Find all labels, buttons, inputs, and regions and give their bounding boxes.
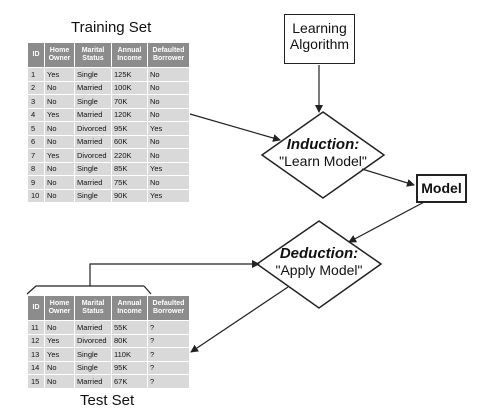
table-cell: No: [147, 148, 190, 163]
training-column-header: Marital Status: [74, 42, 112, 68]
learning-algorithm-line2: Algorithm: [289, 36, 350, 52]
test-column-header: Marital Status: [74, 295, 112, 321]
training-column-header: ID: [27, 42, 45, 68]
table-cell: 15: [27, 374, 45, 389]
table-cell: No: [44, 161, 75, 176]
table-cell: ?: [147, 360, 190, 375]
table-cell: No: [44, 374, 75, 389]
model-label: Model: [421, 180, 462, 196]
arrow-model-to-deduction: [348, 199, 429, 243]
induction-text: "Learn Model": [279, 153, 367, 169]
table-cell: 120K: [111, 107, 148, 122]
test-column-header: Home Owner: [44, 295, 75, 321]
table-cell: No: [147, 80, 190, 95]
table-cell: No: [44, 320, 75, 335]
table-cell: Single: [74, 347, 112, 362]
learning-algorithm-box: Learning Algorithm: [284, 14, 355, 64]
table-cell: Married: [74, 134, 112, 149]
table-cell: 220K: [111, 148, 148, 163]
table-cell: No: [147, 175, 190, 190]
table-cell: Yes: [147, 121, 190, 136]
table-cell: 10: [27, 188, 45, 203]
table-cell: No: [147, 94, 190, 109]
table-cell: 2: [27, 80, 45, 95]
test-column-header: ID: [27, 295, 45, 321]
table-cell: 100K: [111, 80, 148, 95]
table-cell: Divorced: [74, 148, 112, 163]
table-cell: Married: [74, 320, 112, 335]
table-cell: Divorced: [74, 333, 112, 348]
test-set-title: Test Set: [80, 392, 135, 409]
table-cell: ?: [147, 320, 190, 335]
deduction-text: "Apply Model": [275, 262, 363, 278]
table-cell: ?: [147, 347, 190, 362]
table-cell: Married: [74, 107, 112, 122]
table-cell: No: [44, 360, 75, 375]
training-column-header: Defaulted Borrower: [147, 42, 190, 68]
table-cell: 95K: [111, 360, 148, 375]
table-cell: 11: [27, 320, 45, 335]
induction-diamond: [260, 111, 386, 199]
table-cell: Divorced: [74, 121, 112, 136]
table-cell: Single: [74, 94, 112, 109]
table-cell: No: [44, 188, 75, 203]
arrow-testset-to-deduction: [26, 260, 260, 295]
table-cell: Married: [74, 374, 112, 389]
table-cell: 6: [27, 134, 45, 149]
table-cell: 80K: [111, 333, 148, 348]
arrow-induction-to-model: [361, 168, 415, 187]
testset-bracket-right-tick: [143, 285, 152, 295]
table-cell: ?: [147, 374, 190, 389]
table-cell: No: [147, 107, 190, 122]
table-cell: 95K: [111, 121, 148, 136]
table-cell: Single: [74, 360, 112, 375]
arrow-deduction-to-testset: [190, 286, 289, 353]
table-cell: 8: [27, 161, 45, 176]
table-cell: Single: [74, 67, 112, 82]
table-cell: Yes: [44, 67, 75, 82]
table-cell: Yes: [44, 333, 75, 348]
table-cell: ?: [147, 333, 190, 348]
table-cell: 110K: [111, 347, 148, 362]
table-cell: Yes: [147, 161, 190, 176]
training-column-header: Annual Income: [111, 42, 148, 68]
test-column-header: Defaulted Borrower: [147, 295, 190, 321]
table-cell: 13: [27, 347, 45, 362]
arrow-training-to-induction: [189, 113, 281, 142]
table-cell: Yes: [147, 188, 190, 203]
table-cell: Married: [74, 80, 112, 95]
training-set-title: Training Set: [71, 19, 152, 36]
model-box: Model: [416, 174, 467, 203]
deduction-diamond: [255, 220, 383, 309]
deduction-heading: Deduction:: [279, 245, 359, 262]
table-cell: 60K: [111, 134, 148, 149]
table-cell: Yes: [44, 347, 75, 362]
table-cell: Single: [74, 188, 112, 203]
learning-algorithm-line1: Learning: [292, 20, 347, 36]
table-cell: 85K: [111, 161, 148, 176]
induction-heading: Induction:: [286, 136, 360, 153]
table-cell: 3: [27, 94, 45, 109]
